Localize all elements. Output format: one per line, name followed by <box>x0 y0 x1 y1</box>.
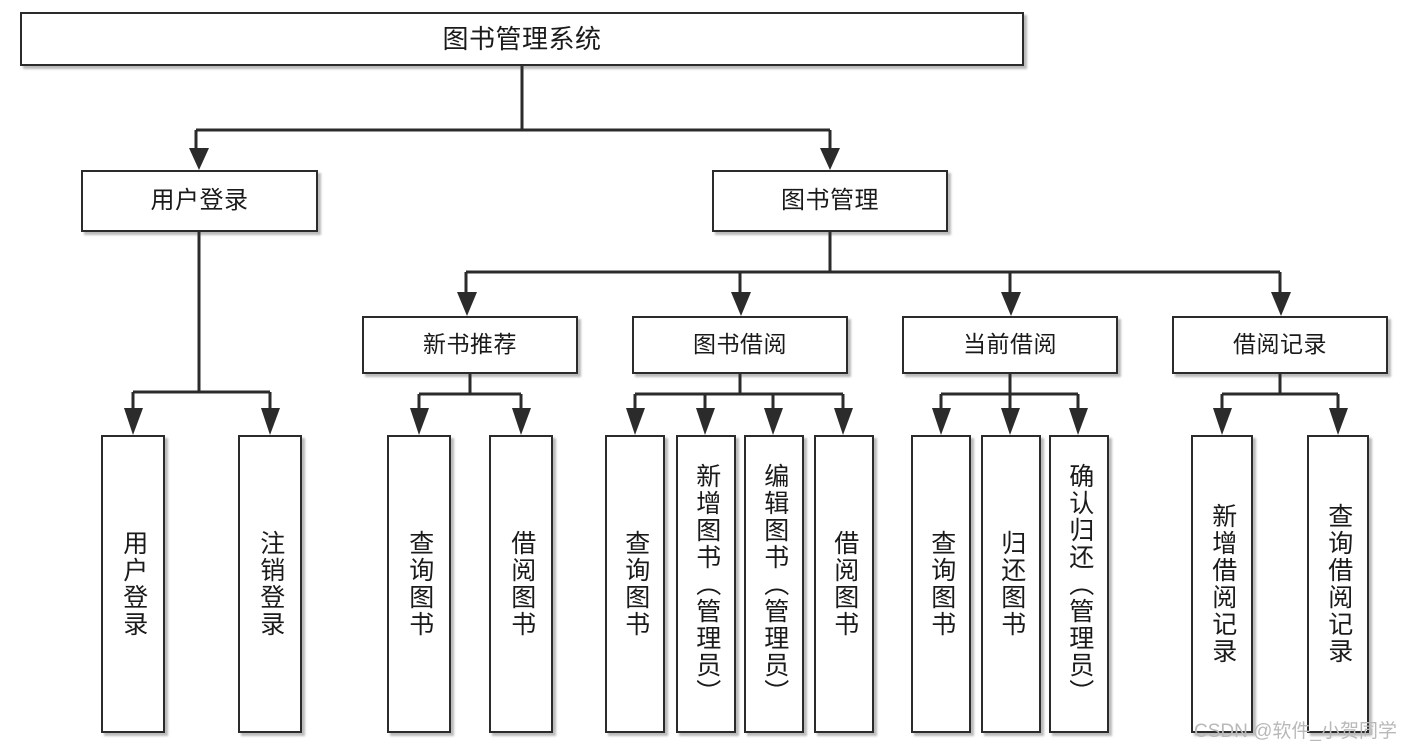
node-current-borrow[interactable]: 当前借阅 <box>902 316 1118 374</box>
node-leaf-add-borrow-record[interactable]: 新增借阅记录 <box>1191 435 1253 733</box>
node-label: 当前借阅 <box>963 331 1057 358</box>
node-leaf-query-book-current[interactable]: 查询图书 <box>911 435 971 733</box>
csdn-watermark: CSDN @软件_小贺同学 <box>1194 721 1397 742</box>
node-leaf-query-book-borrow[interactable]: 查询图书 <box>605 435 665 733</box>
node-book-borrow[interactable]: 图书借阅 <box>632 316 848 374</box>
node-label: 用户登录 <box>119 530 148 638</box>
node-label: 查询图书 <box>927 530 956 638</box>
node-borrow-record[interactable]: 借阅记录 <box>1172 316 1388 374</box>
node-label: 查询借阅记录 <box>1324 503 1353 665</box>
node-leaf-borrow-book-recommend[interactable]: 借阅图书 <box>489 435 553 733</box>
node-label: 借阅图书 <box>507 530 536 638</box>
node-leaf-query-book-recommend[interactable]: 查询图书 <box>387 435 451 733</box>
node-leaf-query-borrow-record[interactable]: 查询借阅记录 <box>1307 435 1369 733</box>
node-label: 查询图书 <box>621 530 650 638</box>
node-leaf-user-logout[interactable]: 注销登录 <box>238 435 302 733</box>
node-label: 图书管理系统 <box>442 23 602 54</box>
node-label: 新增图书（管理员） <box>692 462 721 706</box>
node-leaf-return-book[interactable]: 归还图书 <box>981 435 1041 733</box>
node-label: 用户登录 <box>150 186 249 214</box>
node-leaf-add-book-admin[interactable]: 新增图书（管理员） <box>676 435 736 733</box>
node-root-book-management-system[interactable]: 图书管理系统 <box>20 12 1024 66</box>
node-leaf-confirm-return-admin[interactable]: 确认归还（管理员） <box>1049 435 1109 733</box>
node-leaf-edit-book-admin[interactable]: 编辑图书（管理员） <box>744 435 804 733</box>
node-new-book-recommend[interactable]: 新书推荐 <box>362 316 578 374</box>
node-label: 借阅记录 <box>1233 331 1327 358</box>
node-user-login[interactable]: 用户登录 <box>81 170 318 232</box>
node-label: 新增借阅记录 <box>1208 503 1237 665</box>
node-book-manage[interactable]: 图书管理 <box>712 170 948 232</box>
node-label: 编辑图书（管理员） <box>760 462 789 706</box>
node-label: 图书管理 <box>781 186 879 214</box>
node-label: 查询图书 <box>405 530 434 638</box>
node-label: 归还图书 <box>997 530 1026 638</box>
node-leaf-borrow-book[interactable]: 借阅图书 <box>814 435 874 733</box>
node-label: 借阅图书 <box>830 530 859 638</box>
node-label: 注销登录 <box>256 530 285 638</box>
node-label: 图书借阅 <box>693 331 787 358</box>
node-leaf-user-login[interactable]: 用户登录 <box>101 435 165 733</box>
node-label: 确认归还（管理员） <box>1065 462 1094 706</box>
node-label: 新书推荐 <box>423 331 517 358</box>
